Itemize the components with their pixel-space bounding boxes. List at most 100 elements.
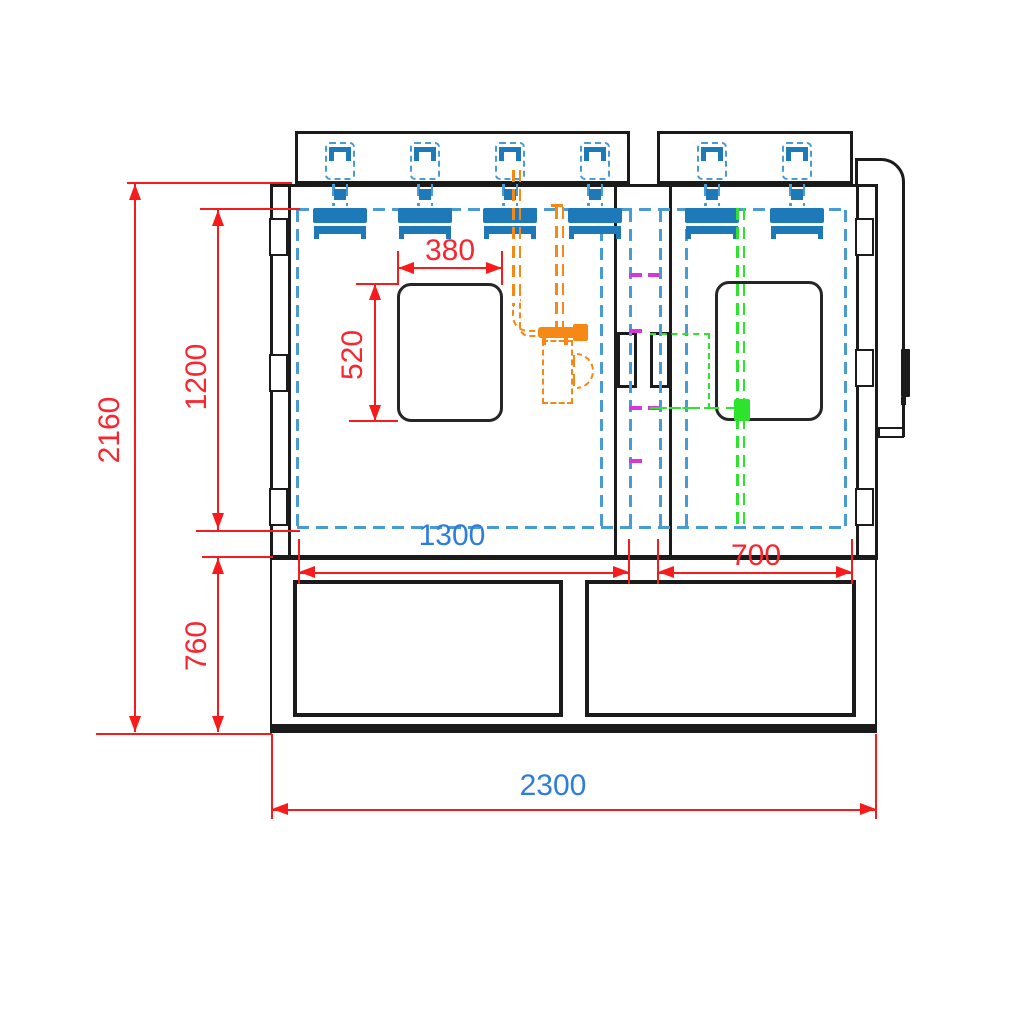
ext-line-700-right <box>851 539 853 584</box>
fan-motor-icon <box>414 152 419 161</box>
arrow-window-width-right <box>486 262 502 274</box>
diffuser-foot <box>484 234 489 239</box>
fan-neck <box>334 189 346 200</box>
hidden-vertical-line <box>685 210 688 528</box>
dim-label-base-height: 760 <box>180 620 213 672</box>
door-hinge <box>269 488 288 526</box>
door-hinge <box>855 349 874 387</box>
fan-neck <box>706 189 718 200</box>
arrow-overall-width-left <box>272 803 288 815</box>
arrow-right-chamber-right <box>836 566 852 578</box>
dim-label-right-chamber: 700 <box>730 539 782 572</box>
arrow-overall-height-top <box>129 184 141 200</box>
ext-line-window-bottom <box>349 420 398 422</box>
dim-line-overall-width <box>272 809 877 811</box>
base-bottom-plate <box>270 724 877 733</box>
diffuser-lower-bar <box>771 226 823 234</box>
dim-label-upper-height: 1200 <box>180 343 213 411</box>
magenta-reference-dash <box>629 406 642 410</box>
ext-line-window-right <box>501 251 503 285</box>
left-wall-inner-line <box>288 184 291 558</box>
ext-line-ceiling <box>200 208 300 210</box>
left-door-window <box>397 283 503 422</box>
hidden-vertical-line <box>296 210 299 528</box>
arrow-overall-width-right <box>860 803 876 815</box>
diffuser-foot <box>818 234 823 239</box>
magenta-reference-dash <box>648 273 659 277</box>
fan-motor-icon <box>414 147 436 152</box>
hidden-vertical-line <box>600 210 603 528</box>
fan-neck-dash <box>502 184 505 206</box>
diffuser-foot <box>399 234 404 239</box>
divider-wall-right <box>669 184 672 558</box>
orange-sprayer-head <box>573 324 588 341</box>
dim-line-overall-height <box>134 184 136 732</box>
arrow-upper-height-top <box>212 210 224 226</box>
fan-housing-outline <box>495 142 525 180</box>
fan-neck-dash <box>600 184 603 206</box>
ext-line-base-top <box>202 556 273 558</box>
diffuser-foot <box>531 234 536 239</box>
fan-motor-icon <box>803 152 808 161</box>
fan-motor-icon <box>601 152 606 161</box>
door-hinge <box>269 354 288 392</box>
diffuser-foot <box>314 234 319 239</box>
dim-line-base-height <box>217 558 219 732</box>
fan-neck-dash <box>345 184 348 206</box>
orange-nozzle-flat-side <box>572 355 575 387</box>
fan-neck-dash <box>417 184 420 206</box>
fan-motor-icon <box>701 152 706 161</box>
side-duct-panel-foot <box>878 427 904 438</box>
green-pipe-connector <box>734 399 750 421</box>
cabinet-floor-line <box>270 555 878 560</box>
fan-neck-dash <box>515 184 518 206</box>
fan-motor-icon <box>431 152 436 161</box>
divider-handle-left <box>617 332 637 388</box>
diffuser-lower-bar <box>314 226 366 234</box>
orange-pipe-left-a <box>512 170 515 306</box>
ext-line-bottom <box>96 733 272 735</box>
green-pipe-b <box>742 208 745 528</box>
dim-line-right-chamber <box>658 572 853 574</box>
ext-line-2300-right <box>875 734 877 819</box>
arrow-base-height-bottom <box>212 716 224 732</box>
fan-neck-dash <box>587 184 590 206</box>
arrow-base-height-top <box>212 558 224 574</box>
dim-label-window-height: 520 <box>336 329 369 381</box>
magenta-reference-dash <box>629 273 642 277</box>
ext-line-2300-left <box>271 734 273 819</box>
fan-motor-icon <box>516 152 521 161</box>
orange-pipe-right-b <box>561 207 564 328</box>
base-cabinet-left <box>293 580 563 717</box>
diffuser-upper-bar <box>398 208 452 223</box>
base-cabinet-right <box>585 580 856 717</box>
diffuser-foot <box>616 234 621 239</box>
side-connector-nub <box>901 397 906 405</box>
dim-label-overall-height: 2160 <box>93 396 126 464</box>
fan-motor-icon <box>499 152 504 161</box>
ext-line-1300-left <box>298 539 300 584</box>
fan-motor-icon <box>718 152 723 161</box>
orange-elbow-inner <box>518 299 543 337</box>
fan-motor-icon <box>329 152 334 161</box>
fan-neck-dash <box>430 184 433 206</box>
diffuser-foot <box>733 234 738 239</box>
fan-housing-outline <box>325 142 355 180</box>
diffuser-upper-bar <box>313 208 367 223</box>
diffuser-upper-bar <box>685 208 739 223</box>
right-door-window <box>715 281 823 421</box>
orange-bottle-outline <box>542 340 573 404</box>
fan-neck-dash <box>704 184 707 206</box>
orange-sprayer-bar <box>538 327 585 338</box>
ext-line-chamber-bottom <box>196 530 300 532</box>
diffuser-foot <box>686 234 691 239</box>
dim-line-upper-height <box>217 210 219 530</box>
divider-wall-left <box>614 184 617 558</box>
arrow-window-width-left <box>398 262 414 274</box>
ext-line-700-left <box>657 539 659 584</box>
dim-label-overall-width: 2300 <box>519 769 587 802</box>
diffuser-upper-bar <box>770 208 824 223</box>
side-connector-bump <box>901 349 910 397</box>
fan-motor-icon <box>329 147 351 152</box>
arrow-left-chamber-right <box>613 566 629 578</box>
